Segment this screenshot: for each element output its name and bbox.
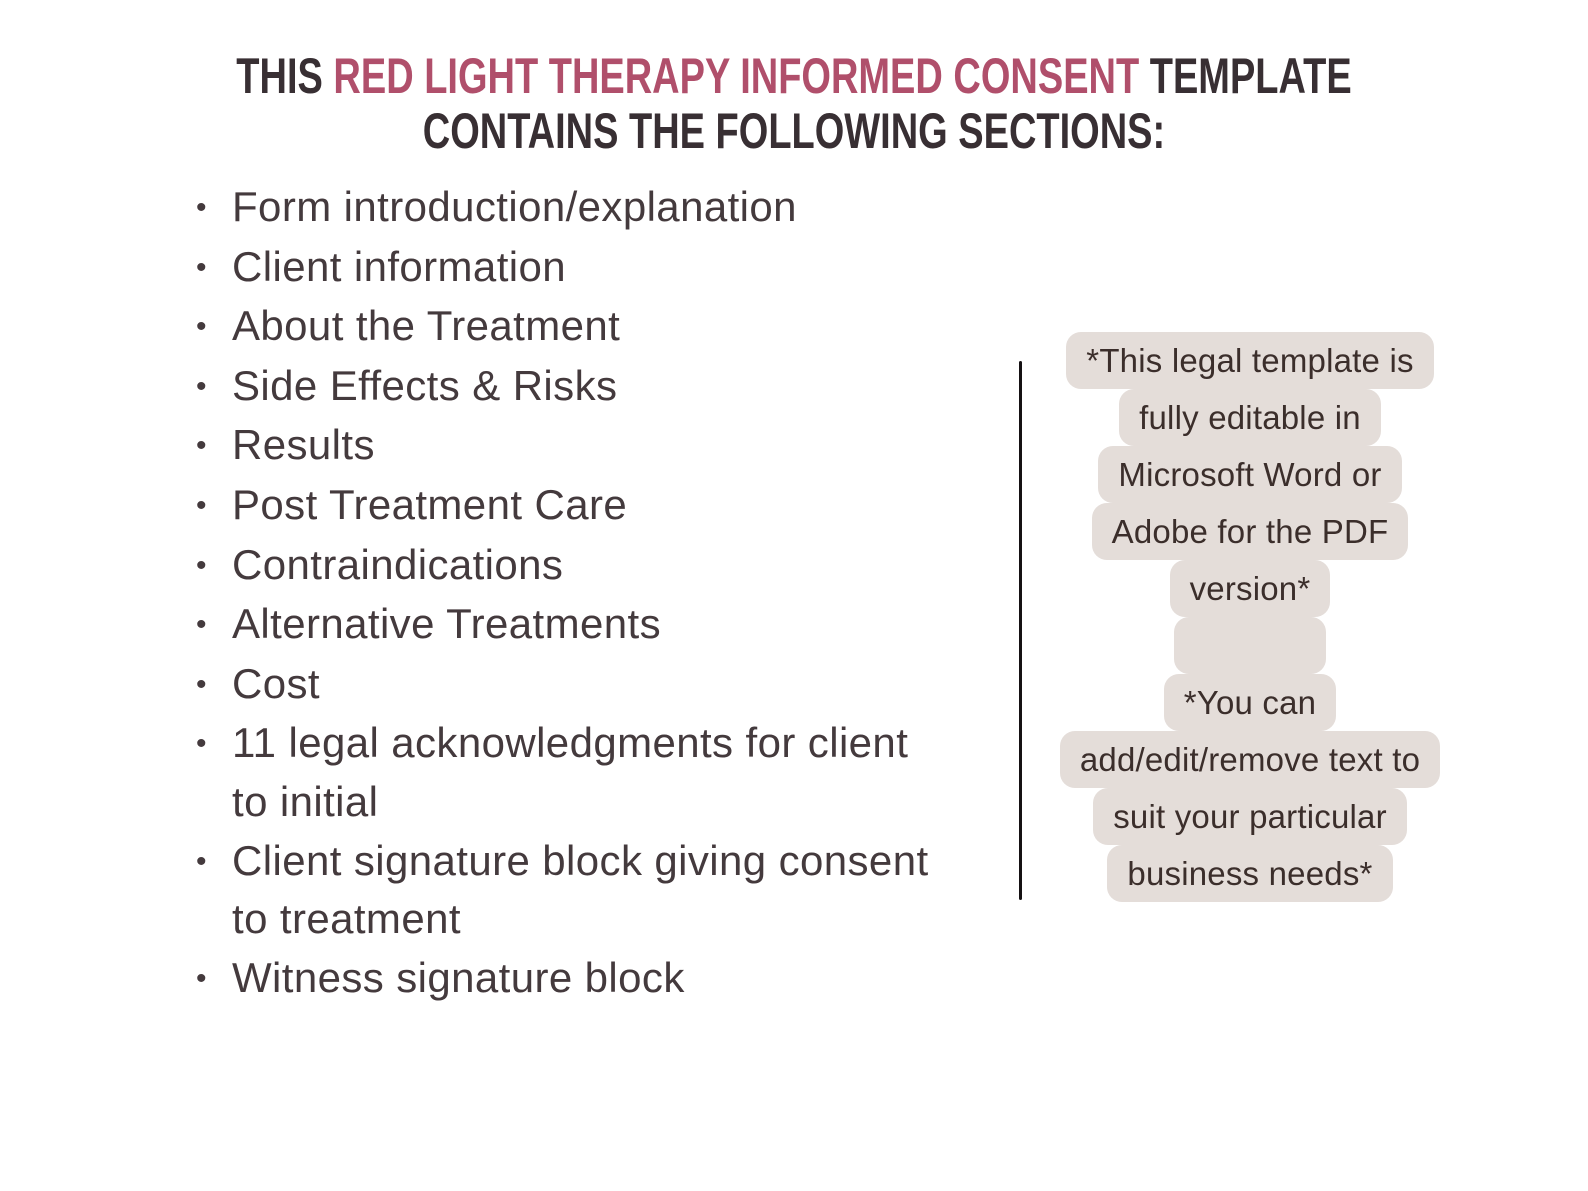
list-item-line: Client information: [232, 242, 567, 290]
page-title: THIS RED LIGHT THERAPY INFORMED CONSENT …: [0, 49, 1588, 159]
note-line: Microsoft Word or: [1030, 446, 1470, 503]
list-item: • Cost: [196, 655, 929, 715]
note-line: business needs*: [1030, 845, 1470, 902]
list-item-line: Contraindications: [232, 540, 564, 588]
bullet-icon: •: [196, 667, 207, 701]
note-line: add/edit/remove text to: [1030, 731, 1470, 788]
title-accent-text: RED LIGHT THERAPY INFORMED CONSENT: [333, 48, 1140, 104]
list-item-line: Cost: [232, 659, 320, 707]
list-item-line: Alternative Treatments: [232, 600, 661, 648]
note-highlight-spacer: [1174, 617, 1326, 674]
list-item-line: About the Treatment: [232, 302, 621, 350]
list-item: • Client information: [196, 238, 929, 298]
note-line: fully editable in: [1030, 389, 1470, 446]
list-item: • Post Treatment Care: [196, 476, 929, 536]
section-list: • Form introduction/explanation • Client in…: [196, 178, 929, 1008]
note-line: Adobe for the PDF: [1030, 503, 1470, 560]
list-item-line: Post Treatment Care: [232, 480, 628, 528]
list-item: • Form introduction/explanation: [196, 178, 929, 238]
bullet-icon: •: [196, 310, 207, 344]
list-item: • Contraindications: [196, 536, 929, 596]
note-highlight-text: *This legal template is: [1066, 332, 1434, 389]
list-item-text: Client information: [232, 238, 566, 297]
list-item-text: Cost: [232, 655, 320, 714]
list-item-text: About the Treatment: [232, 297, 620, 356]
bullet-icon: •: [196, 727, 207, 761]
note-highlight-text: *You can: [1163, 674, 1337, 731]
bullet-icon: •: [196, 548, 207, 582]
list-item-text: Client signature block giving consent to …: [232, 832, 929, 949]
note-line: *This legal template is: [1030, 332, 1470, 389]
list-item: • Witness signature block: [196, 949, 929, 1009]
list-item: • Alternative Treatments: [196, 595, 929, 655]
bullet-icon: •: [196, 191, 207, 224]
note-highlight-text: Adobe for the PDF: [1091, 503, 1409, 560]
note-line: *You can: [1030, 674, 1470, 731]
list-item-line: Client signature block giving consent: [232, 836, 929, 884]
bullet-icon: •: [196, 250, 207, 284]
list-item-text: Contraindications: [232, 536, 563, 595]
list-item-text: Post Treatment Care: [232, 476, 627, 535]
list-item-text: Side Effects & Risks: [232, 357, 617, 416]
note-highlight-text: fully editable in: [1119, 389, 1381, 446]
list-item-text: 11 legal acknowledgments for client to in…: [232, 714, 908, 831]
list-item: • About the Treatment: [196, 297, 929, 357]
bullet-icon: •: [196, 608, 207, 642]
list-item-line: Results: [232, 421, 375, 469]
bullet-icon: •: [196, 369, 207, 403]
list-item-line: Form introduction/explanation: [232, 183, 797, 230]
list-item: • 11 legal acknowledgments for client to i…: [196, 714, 929, 831]
note-highlight-text: Microsoft Word or: [1098, 446, 1402, 503]
bullet-icon: •: [196, 844, 207, 878]
list-item-line: to initial: [232, 777, 379, 825]
list-item-text: Alternative Treatments: [232, 595, 661, 654]
note-highlight-text: business needs*: [1107, 845, 1393, 902]
note-line: suit your particular: [1030, 788, 1470, 845]
list-item: • Results: [196, 416, 929, 476]
list-item-text: Witness signature block: [232, 949, 685, 1008]
note-highlight-text: suit your particular: [1093, 788, 1407, 845]
title-line-1: THIS RED LIGHT THERAPY INFORMED CONSENT …: [191, 49, 1398, 104]
list-item-line: Side Effects & Risks: [232, 361, 618, 409]
bullet-icon: •: [196, 488, 207, 522]
list-item-text: Form introduction/explanation: [232, 178, 797, 237]
list-item-line: to treatment: [232, 895, 461, 943]
vertical-divider: [1019, 361, 1022, 900]
title-text: TEMPLATE: [1139, 48, 1352, 104]
list-item-text: Results: [232, 416, 375, 475]
list-item-line: Witness signature block: [232, 953, 685, 1001]
title-line-2: CONTAINS THE FOLLOWING SECTIONS:: [422, 103, 1166, 159]
list-item: • Side Effects & Risks: [196, 357, 929, 417]
list-item-line: 11 legal acknowledgments for client: [232, 719, 909, 767]
note-line: [1030, 617, 1470, 674]
note-highlight-text: add/edit/remove text to: [1059, 731, 1441, 788]
note-highlight-text: version*: [1169, 560, 1331, 617]
bullet-icon: •: [196, 961, 207, 995]
title-text: THIS: [236, 48, 334, 104]
bullet-icon: •: [196, 429, 207, 463]
note-line: version*: [1030, 560, 1470, 617]
list-item: • Client signature block giving consent to…: [196, 832, 929, 949]
